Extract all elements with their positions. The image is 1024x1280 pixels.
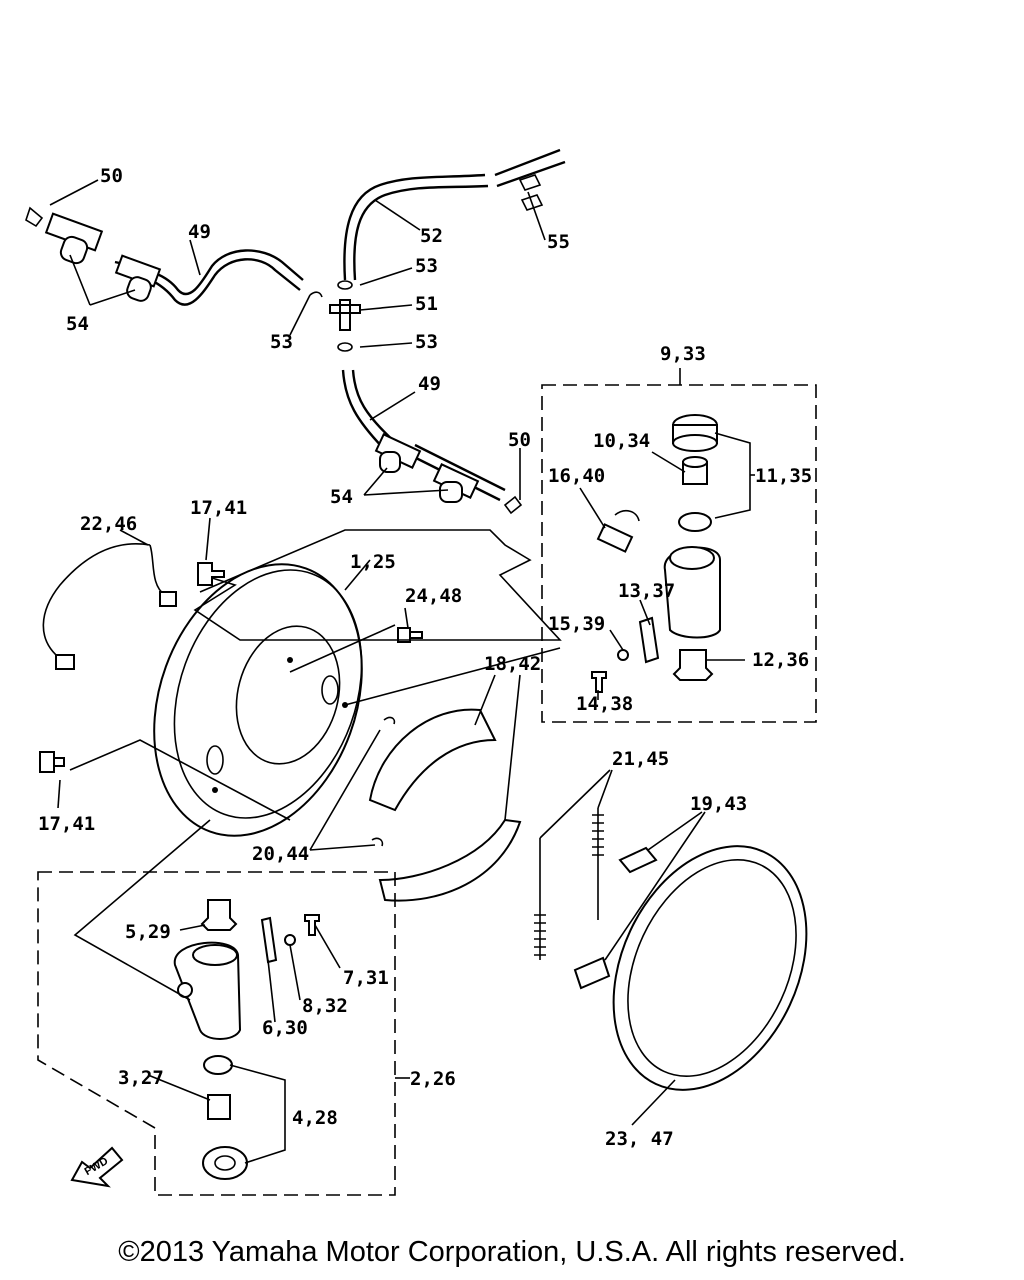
bolt-17-41-upper [197,562,225,586]
bolt-17-41-lower [39,751,65,773]
label-2-26: 2,26 [410,1068,456,1090]
label-4-28: 4,28 [292,1107,338,1129]
label-20-44: 20,44 [252,843,309,865]
label-49-upper: 49 [188,221,211,243]
cable-end-upper [159,591,177,607]
label-52: 52 [420,225,443,247]
label-53-left: 53 [270,331,293,353]
label-13-37: 13,37 [618,580,675,602]
label-7-31: 7,31 [343,967,389,989]
label-51: 51 [415,293,438,315]
hose-52 [343,148,566,281]
fwd-arrow-icon [70,1146,124,1188]
brake-assembly-diagram: FWD [25,148,817,1196]
brake-shoes [368,708,522,902]
label-55: 55 [547,231,570,253]
label-15-39: 15,39 [548,613,605,635]
label-10-34: 10,34 [593,430,650,452]
wheel-cylinder [173,899,320,1180]
leader-lines [49,179,755,1164]
label-54-upper: 54 [66,313,89,335]
label-18-42: 18,42 [484,653,541,675]
hose-assembly-upper-left [25,206,304,306]
box-2-26 [37,871,396,1196]
label-17-41-upper: 17,41 [190,497,247,519]
backing-plate [153,563,363,837]
box-9-33 [541,384,817,723]
label-3-27: 3,27 [118,1067,164,1089]
copyright-notice: ©2013 Yamaha Motor Corporation, U.S.A. A… [118,1236,906,1268]
label-6-30: 6,30 [262,1017,308,1039]
label-21-45: 21,45 [612,748,669,770]
label-5-29: 5,29 [125,921,171,943]
label-49-lower: 49 [418,373,441,395]
drum-ring [612,845,808,1091]
label-8-32: 8,32 [302,995,348,1017]
label-9-33: 9,33 [660,343,706,365]
label-19-43: 19,43 [690,793,747,815]
label-17-41-lower: 17,41 [38,813,95,835]
label-50-upper: 50 [100,165,123,187]
label-50-lower: 50 [508,429,531,451]
label-16-40: 16,40 [548,465,605,487]
adjuster-upper [618,846,658,874]
springs [534,808,604,960]
label-22-46: 22,46 [80,513,137,535]
part-labels: 50 49 54 52 55 53 51 53 53 49 9,33 50 10… [38,165,812,1150]
label-54-lower: 54 [330,486,353,508]
label-12-36: 12,36 [752,649,809,671]
master-cylinder [591,414,721,693]
brake-cable [42,543,166,661]
label-53-top: 53 [415,255,438,277]
label-1-25: 1,25 [350,551,396,573]
cable-end-lower [55,654,75,670]
hose-assembly-lower [341,369,523,515]
t-joint-51 [309,280,361,352]
label-24-48: 24,48 [405,585,462,607]
adjuster-lower [573,956,611,990]
label-14-38: 14,38 [576,693,633,715]
label-23-47: 23, 47 [605,1128,674,1150]
label-11-35: 11,35 [755,465,812,487]
bolt-24-48 [397,627,423,643]
label-53-bottom: 53 [415,331,438,353]
